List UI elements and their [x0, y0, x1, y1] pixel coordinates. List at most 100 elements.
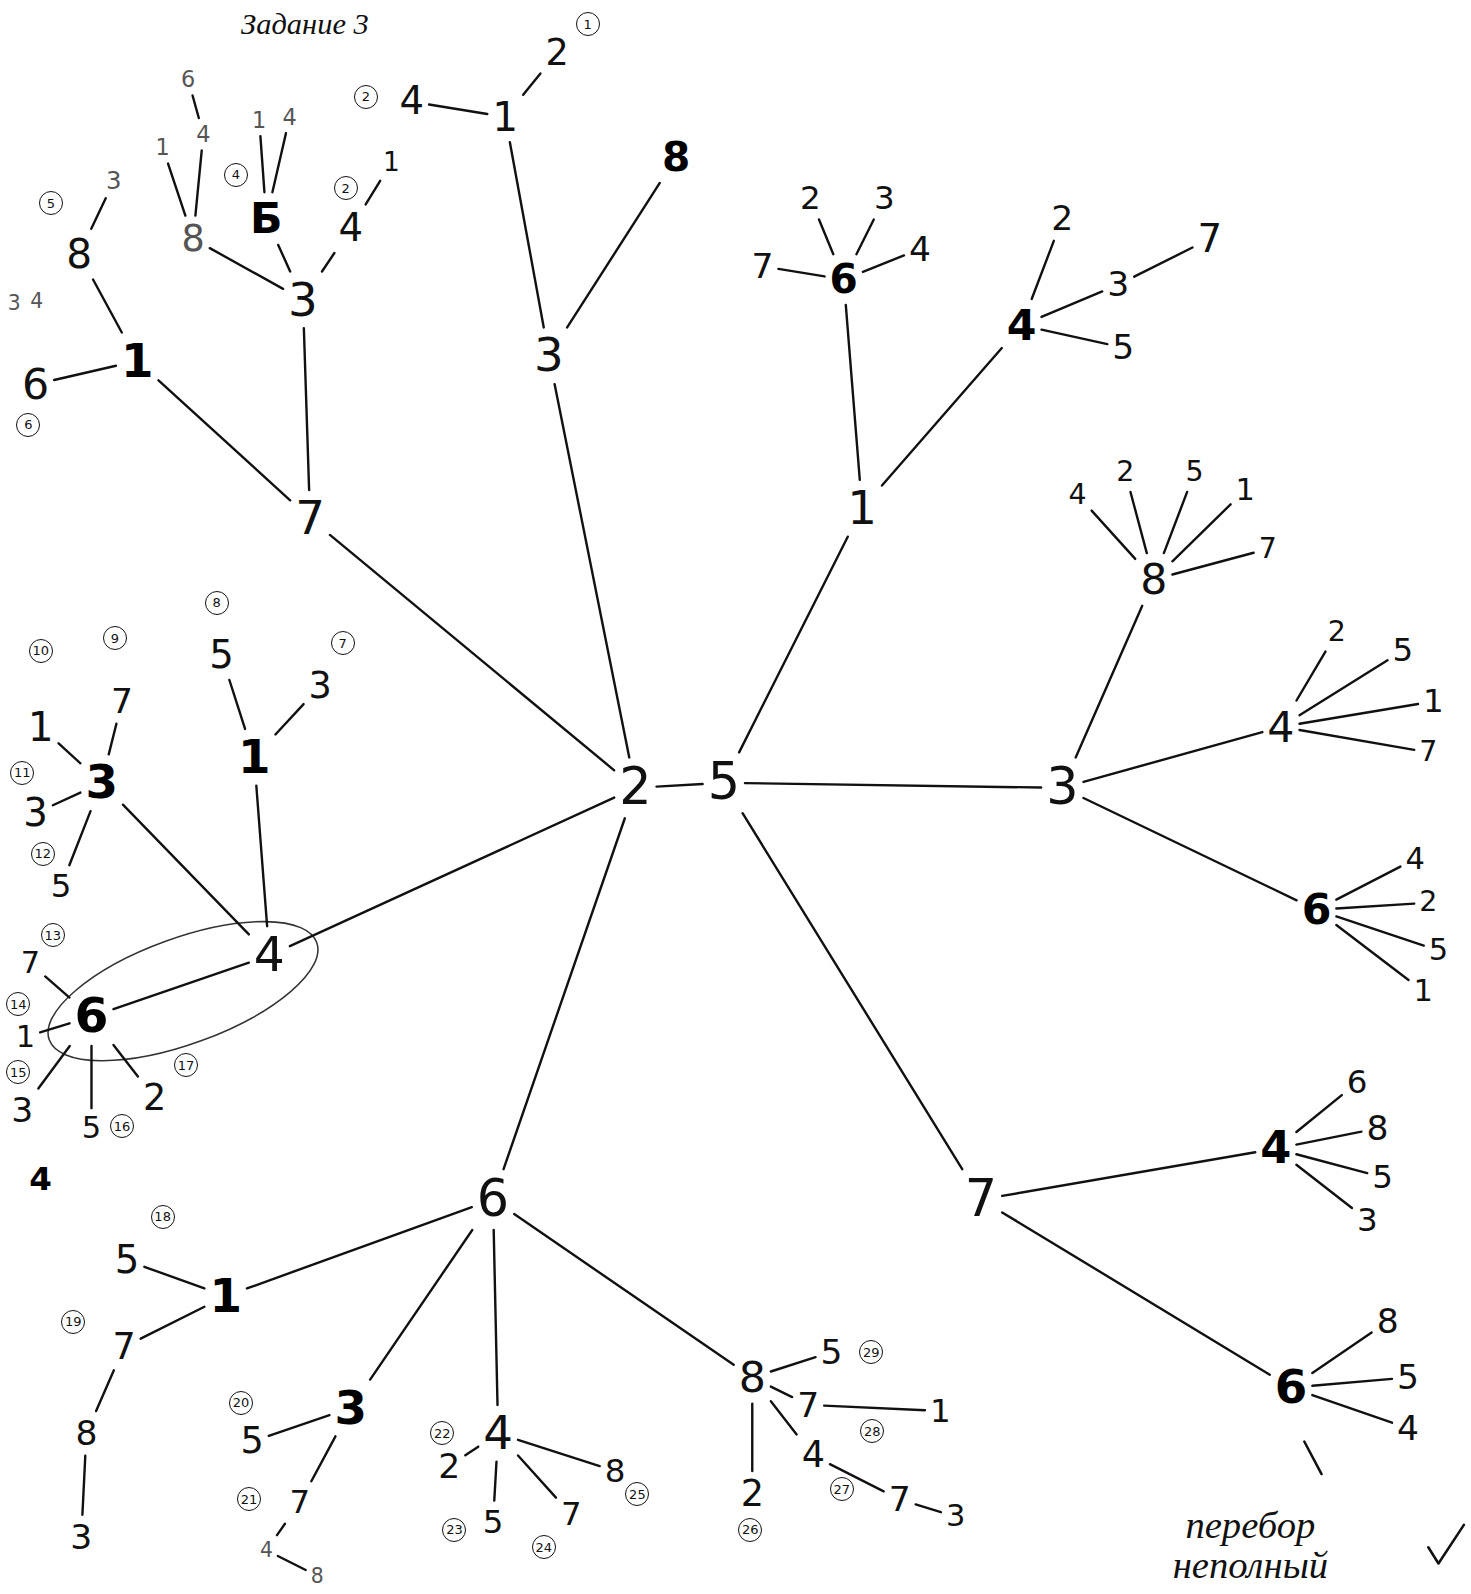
tree-branch — [40, 1023, 69, 1032]
tree-node: 4 — [1067, 479, 1089, 511]
callout-circle: 8 — [205, 591, 229, 615]
tree-branch — [1042, 330, 1108, 344]
tree-branch — [1296, 1154, 1367, 1173]
tree-branch — [269, 1415, 330, 1436]
tree-branch — [555, 384, 630, 757]
tree-branch — [1002, 1152, 1255, 1196]
node-number: 3 — [11, 1093, 33, 1128]
callout-number: 1 — [583, 18, 591, 31]
tree-branch — [96, 1370, 114, 1411]
tree-node: 8 — [1138, 556, 1169, 603]
tree-node: 2 — [1417, 886, 1439, 918]
node-number: 1 — [121, 338, 154, 385]
node-number: 1 — [1236, 475, 1255, 506]
title-text: Задание 3 — [241, 9, 369, 40]
node-number: 1 — [1414, 976, 1433, 1007]
tree-node: 4 — [194, 121, 212, 147]
node-number: 5 — [821, 1335, 843, 1370]
tree-branch — [1336, 925, 1408, 980]
node-number: 7 — [1259, 535, 1277, 563]
node-number: 2 — [1116, 458, 1134, 486]
tree-node: 1 — [236, 732, 273, 783]
tree-branch — [260, 136, 264, 192]
tree-node: 2 — [798, 180, 823, 217]
tree-branch — [1299, 660, 1387, 715]
node-number: 7 — [889, 1482, 911, 1517]
node-number: 4 — [1260, 1126, 1291, 1171]
node-number: 4 — [1267, 706, 1294, 749]
callout-circle: 29 — [859, 1340, 883, 1364]
tree-node: 3 — [83, 757, 120, 808]
tree-branch — [272, 133, 286, 192]
node-number: 8 — [311, 1566, 324, 1586]
tree-branch — [1336, 916, 1423, 945]
callout-number: 28 — [864, 1425, 881, 1438]
tree-branch — [256, 786, 267, 926]
tree-branch — [59, 743, 81, 763]
node-number: 3 — [1107, 267, 1129, 302]
node-number: 4 — [802, 1437, 825, 1474]
node-number: 6 — [830, 259, 858, 300]
tree-node: Б — [248, 195, 285, 242]
node-number: 2 — [800, 182, 821, 215]
tree-node: 5 — [49, 868, 74, 905]
callout-circle: 20 — [229, 1391, 253, 1415]
callout-circle: 11 — [10, 761, 34, 785]
node-number: 7 — [290, 1486, 311, 1519]
node-number: 7 — [751, 249, 773, 284]
tree-node: 4 — [1265, 704, 1296, 751]
callout-circle: 5 — [39, 191, 63, 215]
tree-node: 7 — [19, 946, 42, 981]
node-number: 5 — [1112, 330, 1134, 365]
callout-circle: 24 — [532, 1535, 556, 1559]
callout-circle: 27 — [830, 1477, 854, 1501]
tree-branch — [123, 805, 249, 935]
node-number: 3 — [334, 1385, 367, 1432]
node-number: 7 — [561, 1498, 582, 1531]
tree-branch — [882, 348, 1002, 485]
tree-node: 3 — [332, 1383, 369, 1434]
node-number: 8 — [1366, 1111, 1388, 1146]
node-number: 7 — [112, 1329, 135, 1366]
callout-circle: 16 — [110, 1114, 134, 1138]
tree-node: 4 — [1403, 842, 1426, 877]
tree-node: 7 — [749, 247, 775, 286]
tree-branch — [1296, 652, 1325, 701]
tree-branch — [159, 380, 291, 500]
tree-node: 4 — [252, 929, 287, 982]
tree-node: 5 — [80, 1111, 103, 1146]
tree-node: 7 — [110, 1327, 137, 1368]
tree-branch — [523, 73, 540, 94]
tree-branch — [113, 1045, 137, 1076]
node-number: 1 — [209, 1273, 242, 1320]
tree-branch — [1032, 241, 1054, 299]
tree-node: 8 — [73, 1414, 99, 1453]
tree-branch — [53, 793, 81, 806]
tree-branch — [771, 1357, 816, 1371]
node-number: 3 — [309, 668, 332, 705]
tree-branch — [510, 142, 544, 327]
tree-branch — [863, 255, 904, 271]
tree-node: 7 — [795, 1386, 821, 1425]
tree-node: 4 — [258, 1538, 275, 1562]
node-number: 7 — [21, 948, 40, 979]
tree-node: 4 — [397, 80, 426, 123]
node-number: 8 — [1377, 1304, 1399, 1339]
tree-node: 3 — [9, 1091, 35, 1130]
label-block: 4 — [30, 291, 43, 311]
tree-node: 6 — [179, 66, 197, 92]
callout-number: 15 — [10, 1066, 27, 1079]
node-number: 4 — [909, 232, 931, 267]
stray-stroke — [1304, 1442, 1321, 1475]
node-number: 7 — [1419, 738, 1437, 766]
tree-branch — [210, 248, 283, 289]
tree-node: 4 — [1395, 1409, 1421, 1448]
tree-node: 6 — [73, 990, 111, 1043]
tree-node: 3 — [68, 1518, 94, 1557]
callout-circle: 4 — [224, 163, 248, 187]
tree-node: 5 — [1110, 328, 1136, 367]
node-number: 7 — [797, 1388, 819, 1423]
node-number: 4 — [399, 82, 424, 121]
tree-node: 2 — [617, 760, 653, 815]
